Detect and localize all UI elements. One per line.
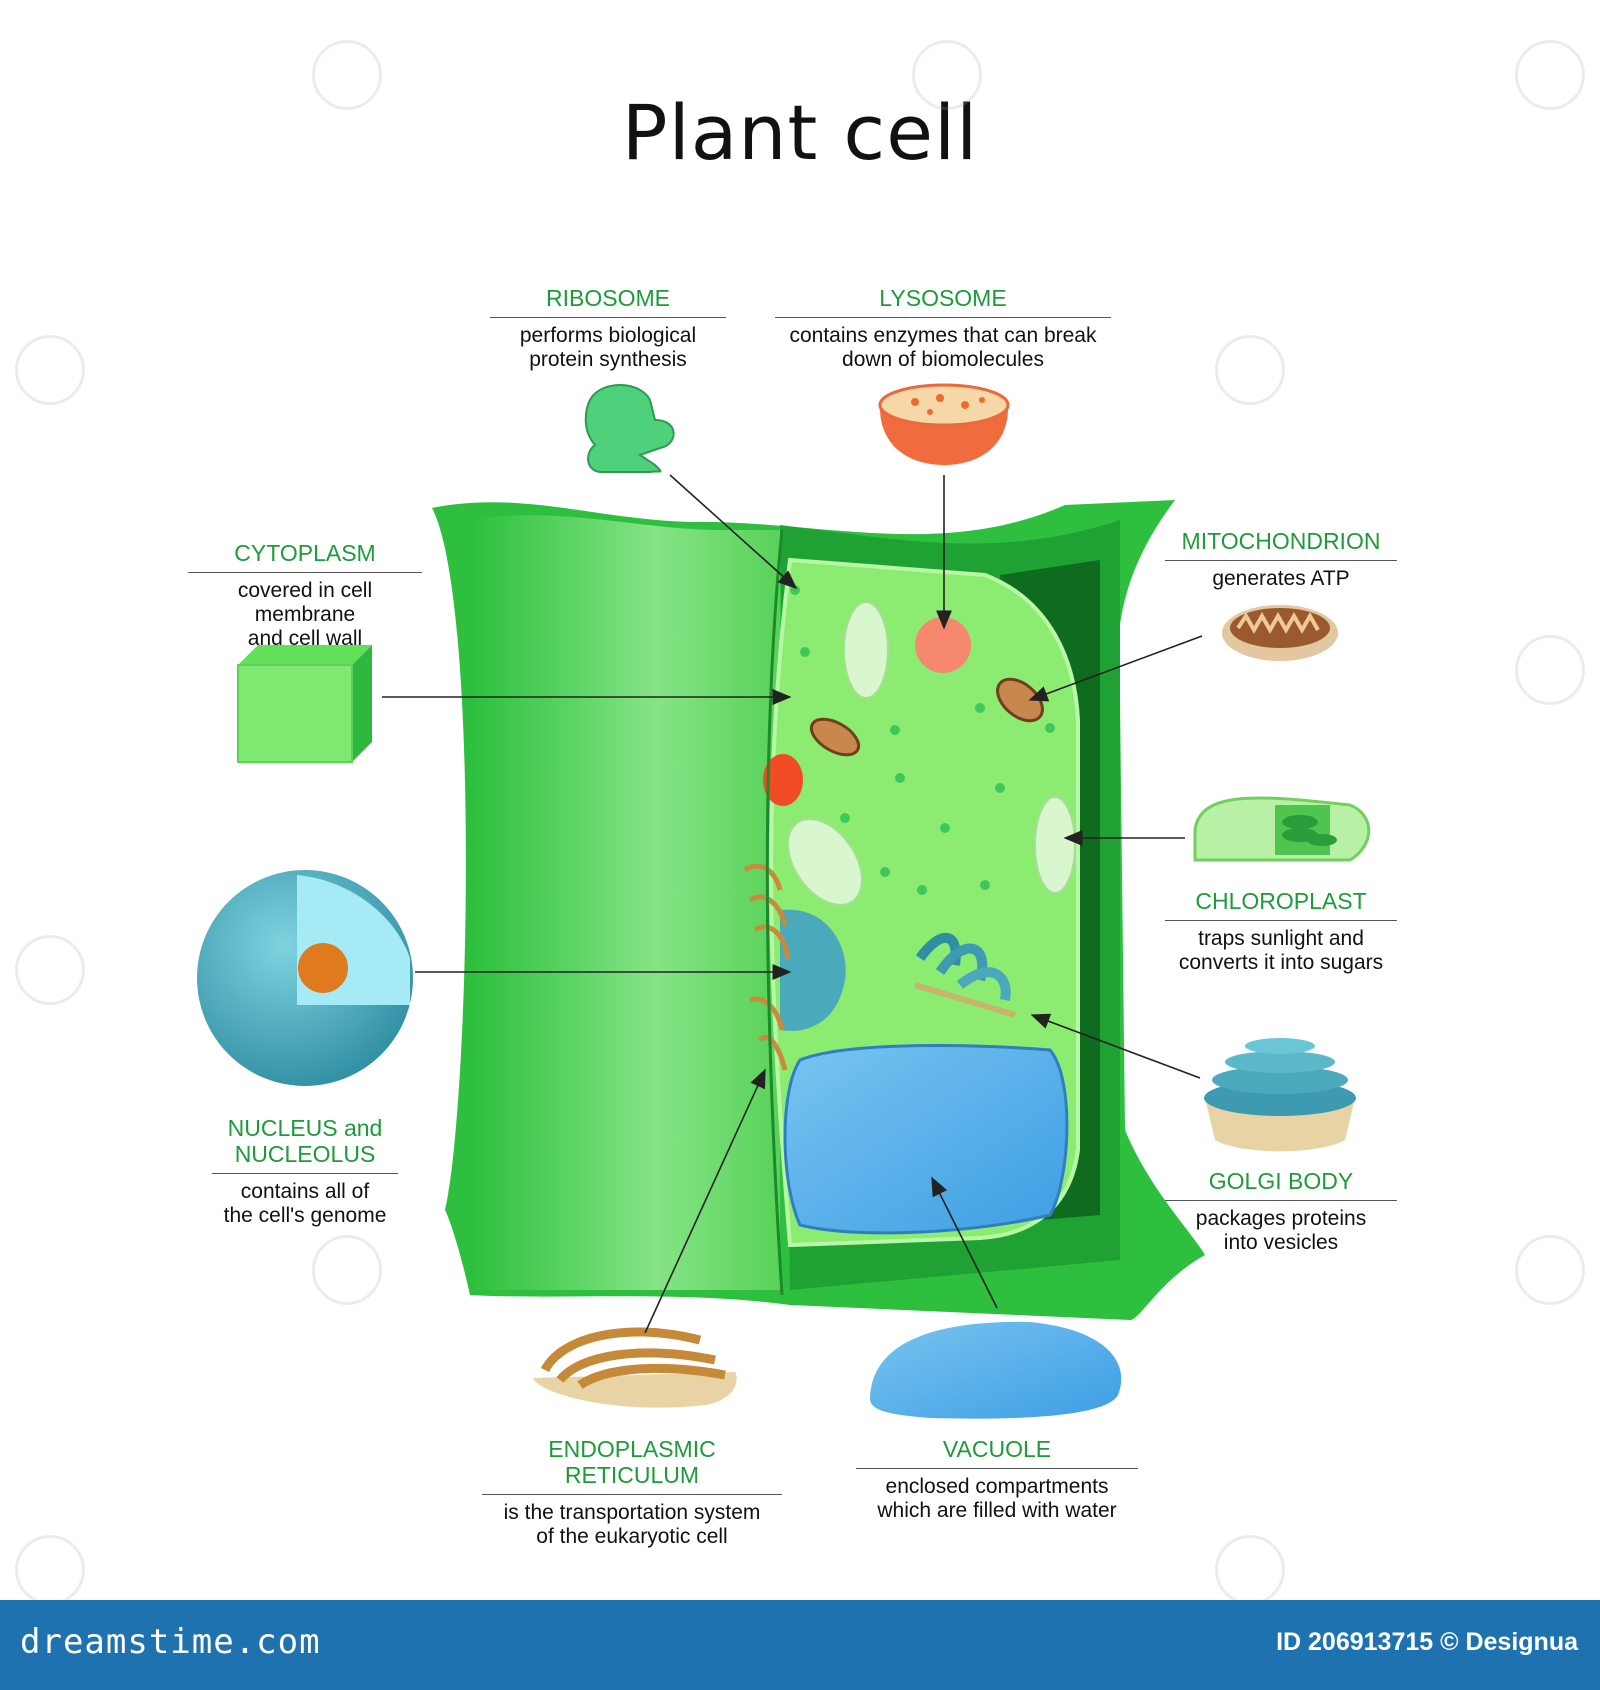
golgi-in-cell [914,932,1016,1018]
vacuole-label: VACUOLE enclosed compartments which are … [856,1436,1138,1523]
lysosome-desc: contains enzymes that can break down of … [789,324,1097,371]
ribosome-name: RIBOSOME [490,285,726,318]
ribosome-label: RIBOSOME performs biological protein syn… [490,285,726,372]
watermark-icon [1515,635,1585,705]
ribosome-dots [790,585,1055,895]
nucleus-name: NUCLEUS and NUCLEOLUS [212,1115,398,1174]
watermark-icon [1215,1535,1285,1605]
lysosome-icon [878,383,1010,465]
watermark-icon [1515,40,1585,110]
watermark-icon [1515,1235,1585,1305]
chloroplast-icon [1193,796,1371,862]
footer-brand[interactable]: dreamstime.com [20,1622,321,1662]
lysosome-in-cell [763,754,803,806]
watermark-icon [312,40,382,110]
nucleus-desc: contains all of the cell's genome [223,1180,387,1227]
chloroplast-in-cell [1034,796,1076,894]
mitochondrion-label: MITOCHONDRION generates ATP [1165,528,1397,591]
mitochondrion-name: MITOCHONDRION [1165,528,1397,561]
chloroplast-in-cell [843,601,889,699]
footer-image-id: ID 206913715 © Designua [1276,1628,1578,1656]
er-icon [533,1327,737,1408]
mitochondrion-icon [1222,605,1338,661]
cytoplasm-label: CYTOPLASM covered in cell membrane and c… [188,540,422,651]
nucleus-icon [197,870,413,1086]
vacuole-desc: enclosed compartments which are filled w… [877,1475,1117,1522]
golgi-label: GOLGI BODY packages proteins into vesicl… [1165,1168,1397,1255]
golgi-desc: packages proteins into vesicles [1195,1207,1367,1254]
watermark-icon [912,40,982,110]
cell-illustration [197,383,1371,1419]
er-in-cell [743,863,791,1071]
diagram-title: Plant cell [621,88,979,177]
er-desc: is the transportation system of the euka… [503,1501,761,1548]
watermark-icon [312,1235,382,1305]
chloroplast-name: CHLOROPLAST [1165,888,1397,921]
footer-bar: dreamstime.com ID 206913715 © Designua [0,1600,1600,1690]
watermark-icon [15,335,85,405]
watermark-icon [15,935,85,1005]
lysosome-label: LYSOSOME contains enzymes that can break… [775,285,1111,372]
watermark-icon [15,1535,85,1605]
ribosome-desc: performs biological protein synthesis [519,324,697,371]
chloroplast-label: CHLOROPLAST traps sunlight and converts … [1165,888,1397,975]
lysosome-in-cell [915,617,971,673]
lysosome-name: LYSOSOME [775,285,1111,318]
vacuole-name: VACUOLE [856,1436,1138,1469]
pointer-arrows [382,474,1203,1334]
vacuole-icon [870,1321,1122,1419]
er-label: ENDOPLASMIC RETICULUM is the transportat… [482,1436,782,1549]
chloroplast-desc: traps sunlight and converts it into suga… [1178,927,1384,974]
nucleus-label: NUCLEUS and NUCLEOLUS contains all of th… [212,1115,398,1228]
er-name: ENDOPLASMIC RETICULUM [482,1436,782,1495]
cytoplasm-desc: covered in cell membrane and cell wall [237,579,373,650]
mitochondrion-desc: generates ATP [1212,567,1350,590]
cytoplasm-cube-icon [237,645,372,763]
cytoplasm-name: CYTOPLASM [188,540,422,573]
golgi-icon [1204,1038,1356,1152]
vacuole-in-cell [783,1044,1069,1235]
chloroplast-in-cell [787,818,863,906]
ribosome-icon [584,384,675,473]
golgi-name: GOLGI BODY [1165,1168,1397,1201]
watermark-icon [1215,335,1285,405]
nucleus-in-cell [780,909,846,1031]
mitochondrion-in-cell [809,717,861,757]
cell-wall-edge [765,529,784,1296]
